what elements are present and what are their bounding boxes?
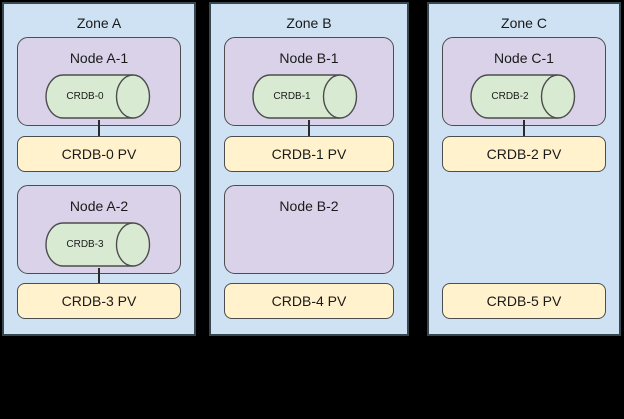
node-label: Node B-2	[279, 198, 339, 214]
pv-box: CRDB-1 PV	[224, 136, 394, 172]
database-cylinder-icon	[45, 74, 151, 119]
pv-box: CRDB-3 PV	[17, 283, 181, 319]
zone-c-panel: Zone C Node C-1 CRDB-2 CRDB-2 PV CRDB-5 …	[427, 2, 621, 336]
pv-box: CRDB-0 PV	[17, 136, 181, 172]
pod-to-pv-connector	[98, 120, 100, 137]
pod-label: CRDB-2	[491, 91, 529, 102]
database-cylinder-icon	[45, 222, 151, 267]
node-box: Node A-1 CRDB-0	[17, 37, 181, 126]
crdb-pod-cylinder: CRDB-3	[45, 222, 151, 267]
pod-to-pv-connector	[308, 120, 310, 137]
pv-box: CRDB-4 PV	[224, 283, 394, 319]
node-box: Node B-1 CRDB-1	[224, 37, 394, 126]
node-label: Node A-2	[69, 198, 129, 214]
database-cylinder-icon	[470, 74, 576, 119]
pod-to-pv-connector	[98, 268, 100, 284]
node-label: Node A-1	[69, 50, 129, 66]
node-label: Node B-1	[279, 50, 339, 66]
pv-box: CRDB-2 PV	[442, 136, 606, 172]
crdb-pod-cylinder: CRDB-2	[470, 74, 576, 119]
zone-b-panel: Zone B Node B-1 CRDB-1 CRDB-1 PV Node B-…	[209, 2, 409, 336]
zone-a-panel: Zone A Node A-1 CRDB-0 CRDB-0 PV Node A-…	[2, 2, 196, 336]
zone-title: Zone B	[286, 15, 332, 31]
pod-label: CRDB-0	[66, 91, 104, 102]
crdb-pod-cylinder: CRDB-1	[252, 74, 358, 119]
pv-box: CRDB-5 PV	[442, 283, 606, 319]
pod-label: CRDB-1	[273, 91, 311, 102]
node-label: Node C-1	[494, 50, 554, 66]
pod-label: CRDB-3	[66, 239, 104, 250]
node-box-empty: Node B-2	[224, 185, 394, 274]
crdb-pod-cylinder: CRDB-0	[45, 74, 151, 119]
zone-title: Zone A	[76, 15, 122, 31]
node-box: Node A-2 CRDB-3	[17, 185, 181, 274]
zone-title: Zone C	[501, 15, 547, 31]
database-cylinder-icon	[252, 74, 358, 119]
node-box: Node C-1 CRDB-2	[442, 37, 606, 126]
pod-to-pv-connector	[523, 120, 525, 137]
